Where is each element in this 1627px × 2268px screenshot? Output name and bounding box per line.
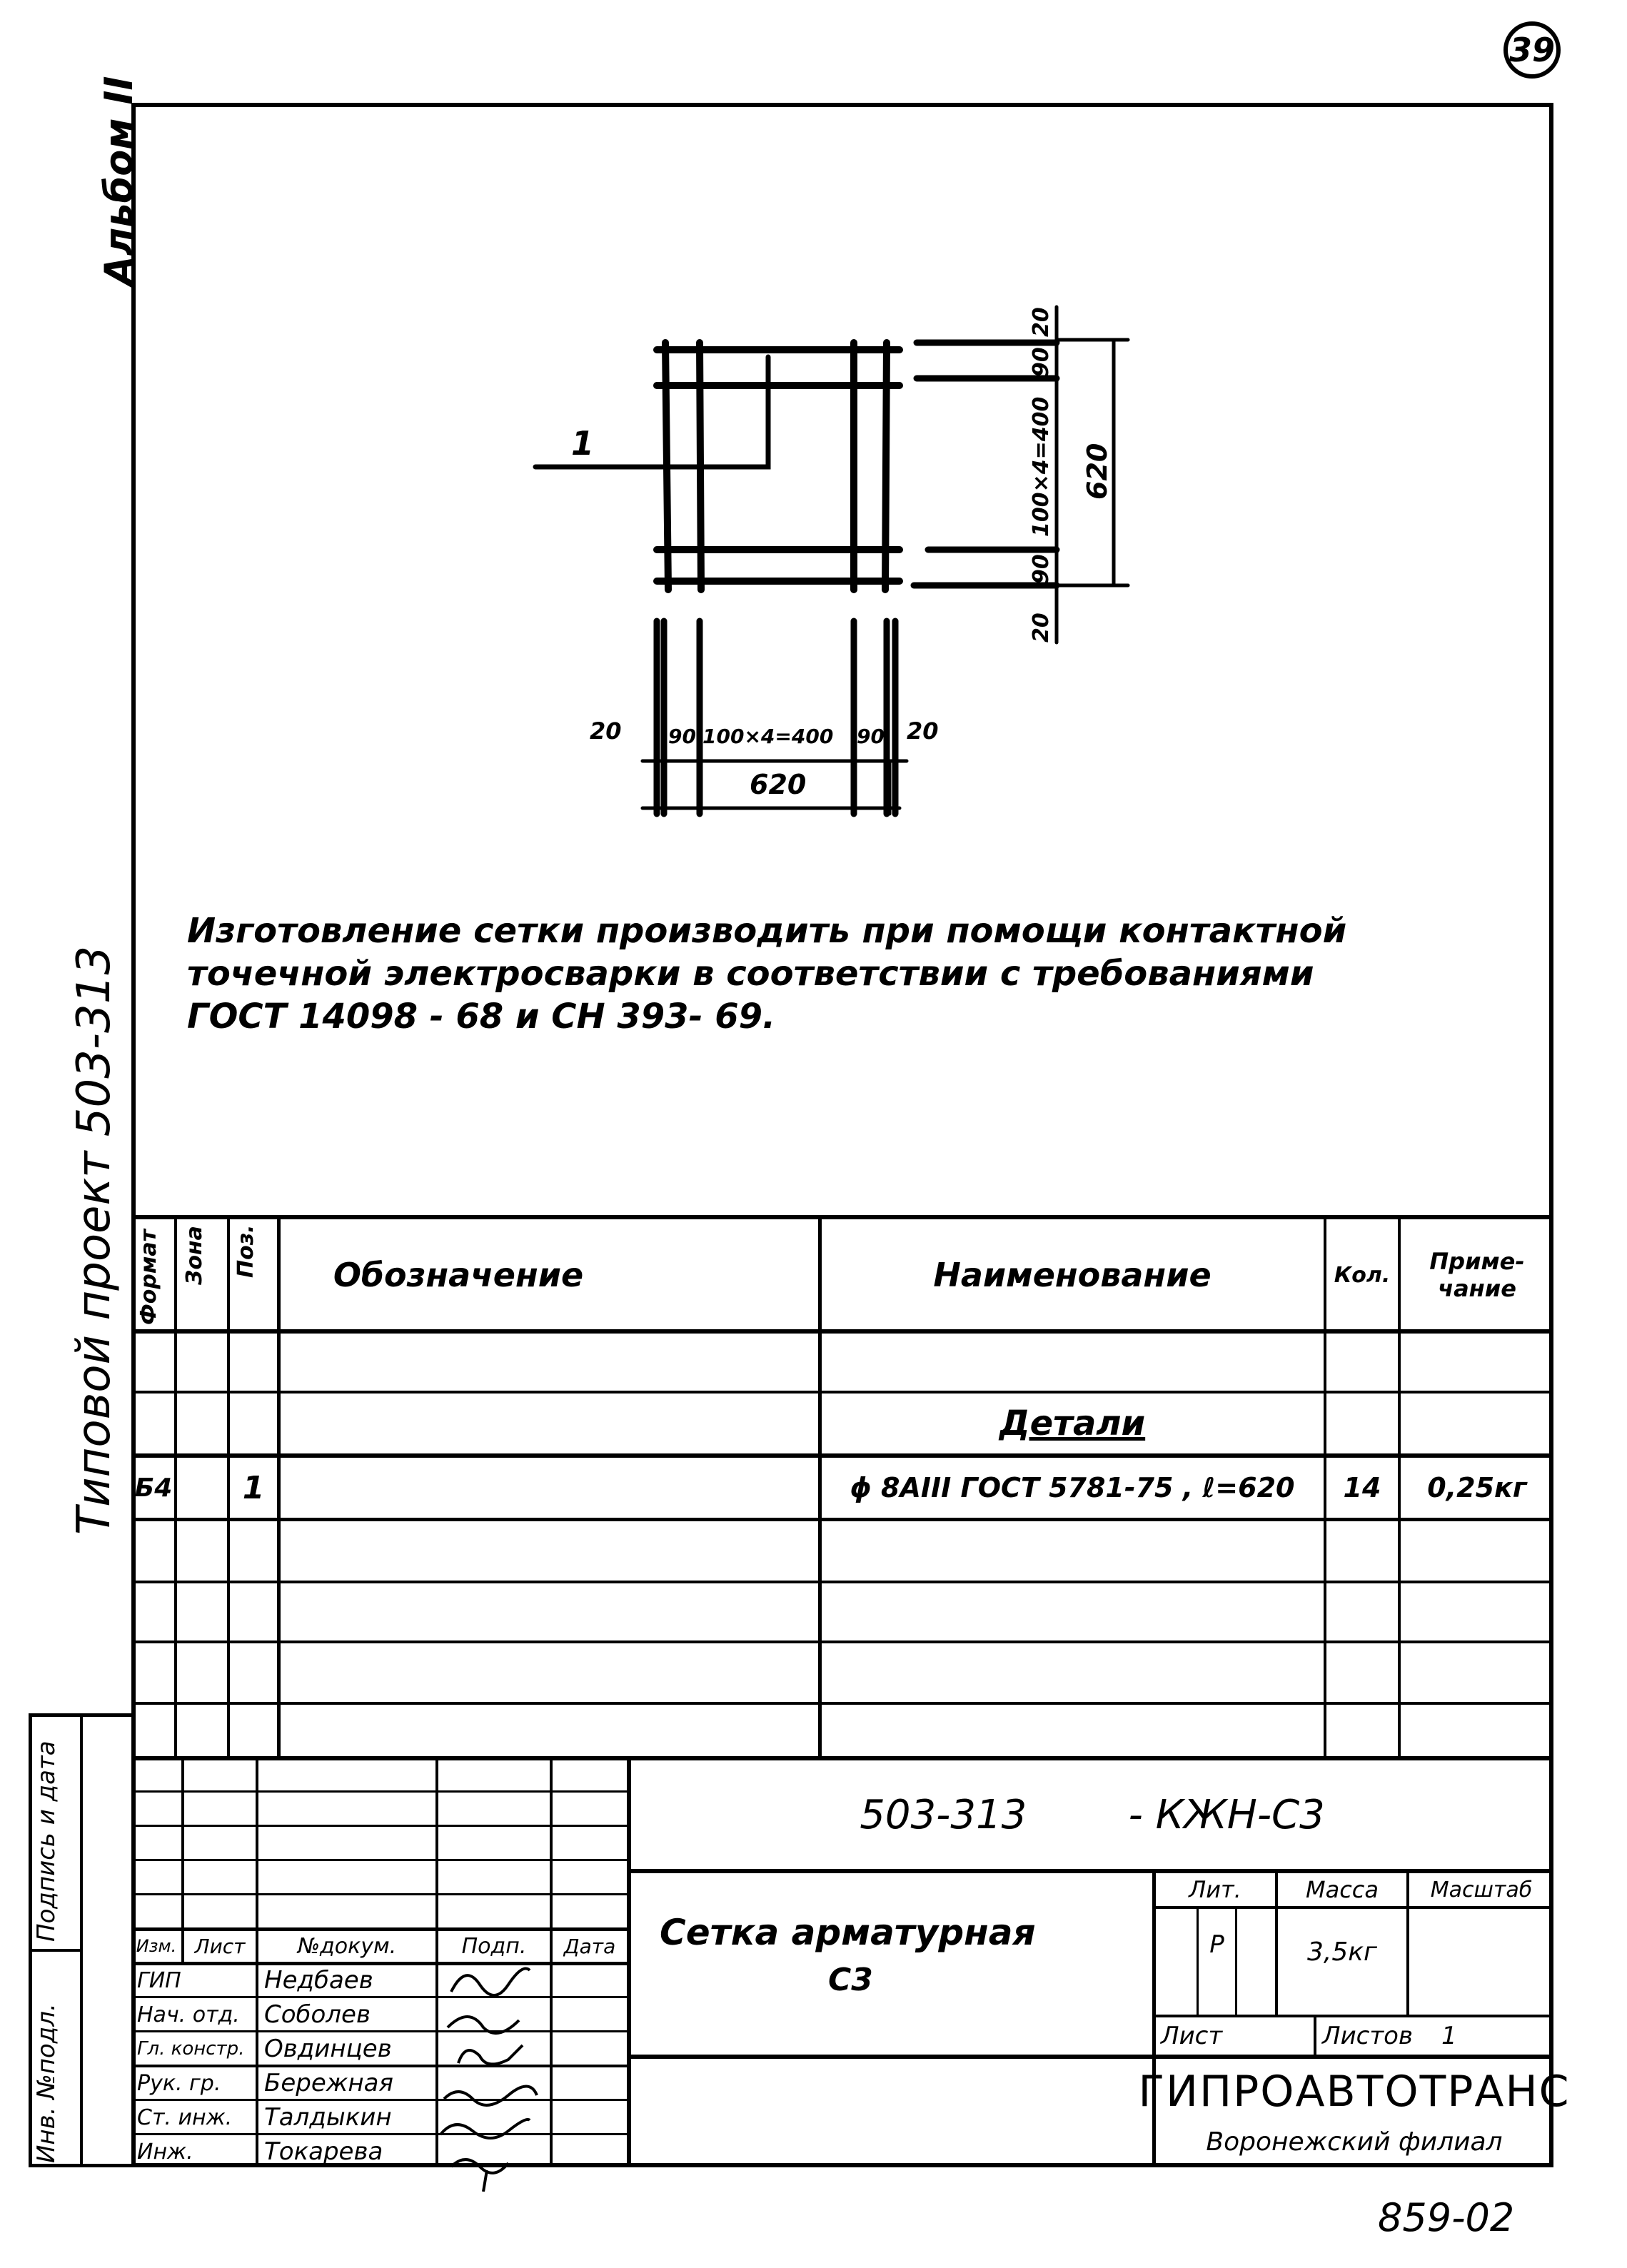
staff-name-4: Бережная (264, 2069, 393, 2097)
note-line-3: ГОСТ 14098 - 68 и СН 393- 69. (187, 997, 776, 1037)
col-izm: Изм. (136, 1936, 177, 1956)
product-name-1: Сетка арматурная (660, 1912, 1036, 1953)
col-list: Лист (194, 1934, 246, 1958)
dim-vertical-1: 20 (1029, 307, 1054, 337)
staff-role-2: Нач. отд. (137, 2002, 240, 2027)
staff-name-6: Токарева (264, 2137, 383, 2166)
sheets-label: Листов 1 (1316, 2017, 1553, 2055)
sheet-number-circle: 39 (1503, 21, 1561, 79)
header-zone: Зона (182, 1226, 207, 1285)
dim-horizontal-1: 20 (590, 717, 622, 745)
sign-date-label: Подпись и дата (32, 1740, 61, 1942)
designation: 503-313 - КЖН-С3 (860, 1791, 1325, 1838)
mass-label: Масса (1305, 1876, 1379, 1903)
organization: ГИПРОАВТОТРАНС (1138, 2067, 1571, 2117)
sheets-value: 1 (1441, 2022, 1457, 2050)
sheet-frame (131, 103, 1553, 2167)
staff-role-5: Ст. инж. (137, 2105, 233, 2130)
sheet-label: Лист (1161, 2022, 1223, 2050)
sheet-number: 39 (1508, 31, 1555, 69)
col-sign: Подп. (461, 1933, 527, 1959)
row-designation (280, 1458, 818, 1518)
staff-role-3: Гл. констр. (137, 2038, 245, 2060)
header-name: Наименование (933, 1256, 1212, 1294)
row-pos: 1 (242, 1469, 265, 1506)
staff-role-1: ГИП (137, 1967, 181, 1993)
note-line-1: Изготовление сетки производить при помощ… (187, 911, 1347, 951)
row-format: Б4 (134, 1473, 173, 1503)
product-name-2: С3 (828, 1962, 873, 1998)
col-date: Дата (563, 1934, 616, 1958)
dim-vertical-2: 90 (1029, 347, 1054, 377)
staff-name-3: Овдинцев (264, 2035, 392, 2063)
signatures (439, 1967, 538, 2192)
header-format: Формат (136, 1229, 161, 1325)
section-title: Детали (821, 1393, 1324, 1453)
dim-horizontal-3: 100×4=400 (702, 725, 834, 748)
staff-name-5: Талдыкин (264, 2103, 392, 2132)
col-doc: №докум. (297, 1933, 397, 1959)
note-line-2: точечной электросварки в соответствии с … (187, 954, 1314, 994)
side-view-bars (653, 339, 1060, 817)
dimension-lines (640, 305, 1130, 816)
dim-vertical-total: 620 (1082, 443, 1113, 500)
dim-horizontal-2: 90 (668, 725, 696, 748)
staff-role-6: Инж. (137, 2139, 193, 2164)
project-label: Типовой проект 503-313 (68, 945, 121, 1535)
scale-label: Масштаб (1430, 1877, 1533, 1902)
row-zone (177, 1458, 227, 1518)
row-qty: 14 (1343, 1472, 1381, 1503)
dim-vertical-3: 100×4=400 (1029, 396, 1054, 537)
header-note: Приме-чание (1429, 1248, 1525, 1302)
dim-horizontal-total: 620 (750, 769, 807, 800)
archive-number: 859-02 (1378, 2195, 1515, 2240)
dim-vertical-5: 20 (1029, 613, 1054, 642)
header-designation: Обозначение (333, 1256, 584, 1294)
sheets-label-text: Листов (1322, 2022, 1414, 2050)
branch: Воронежский филиал (1206, 2127, 1503, 2157)
mass-value: 3,5кг (1307, 1937, 1377, 1967)
staff-role-4: Рук. гр. (137, 2070, 221, 2096)
staff-name-1: Недбаев (264, 1966, 373, 1995)
leader-line (533, 354, 771, 470)
dim-horizontal-5: 20 (907, 717, 939, 745)
position-label: 1 (571, 424, 595, 463)
lit-label: Лит. (1189, 1876, 1241, 1903)
inv-no-label: Инв. №подл. (32, 2003, 61, 2163)
row-name: ϕ 8АIII ГОСТ 5781-75 , ℓ=620 (850, 1472, 1295, 1503)
dim-vertical-4: 90 (1029, 554, 1054, 584)
header-pos: Поз. (233, 1224, 258, 1278)
row-note: 0,25кг (1427, 1472, 1527, 1503)
header-qty: Кол. (1334, 1262, 1391, 1288)
section-details: Детали (999, 1403, 1146, 1443)
dim-horizontal-4: 90 (857, 725, 885, 748)
staff-name-2: Соболев (264, 2000, 371, 2029)
mesh-drawing (533, 305, 1130, 817)
lit-value: Р (1209, 1930, 1224, 1959)
